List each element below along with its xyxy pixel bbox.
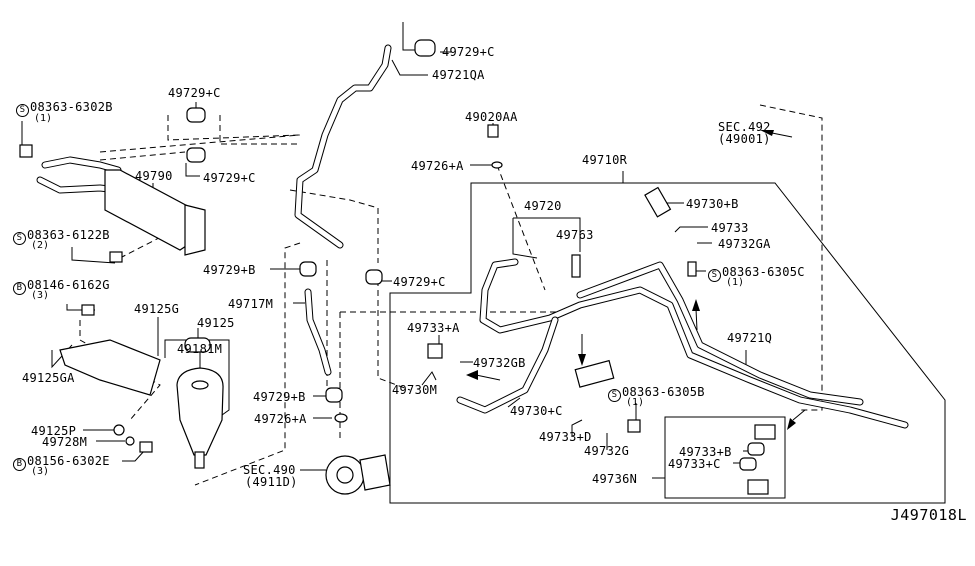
part-label-49733c[interactable]: 49733+C: [668, 457, 721, 471]
diagram-code: J497018L: [890, 506, 967, 524]
part-sub-sec490: (4911D): [245, 475, 298, 489]
part-label-49730c[interactable]: 49730+C: [510, 404, 563, 418]
part-label-49729c-top[interactable]: 49729+C: [442, 45, 495, 59]
part-label-49125p[interactable]: 49125P: [31, 424, 77, 438]
leader-lines: [21, 22, 760, 479]
part-label-49733[interactable]: 49733: [711, 221, 749, 235]
part-sub-sec492: (49001): [718, 132, 771, 146]
s-symbol-icon: S: [708, 269, 721, 282]
part-label-49730b[interactable]: 49730+B: [686, 197, 739, 211]
b-symbol-icon: B: [13, 458, 26, 471]
s-symbol-icon: S: [608, 389, 621, 402]
part-label-49721qa[interactable]: 49721QA: [432, 68, 485, 82]
part-label-49733a[interactable]: 49733+A: [407, 321, 460, 335]
part-label-49729b-top[interactable]: 49729+B: [203, 263, 256, 277]
part-label-49790[interactable]: 49790: [135, 169, 173, 183]
part-label-49733d[interactable]: 49733+D: [539, 430, 592, 444]
part-label-49728m[interactable]: 49728M: [42, 435, 88, 449]
part-label-49726a-top[interactable]: 49726+A: [411, 159, 464, 173]
direction-arrows: [466, 130, 806, 430]
s-symbol-icon: S: [13, 232, 26, 245]
part-label-sec492[interactable]: SEC.492: [718, 120, 771, 134]
part-label-49726a-bottom[interactable]: 49726+A: [254, 412, 307, 426]
hose-tubes: [36, 44, 909, 429]
qty-08363-6305b: (1): [626, 397, 645, 408]
kit-box: [664, 416, 786, 499]
part-label-49717m[interactable]: 49717M: [228, 297, 274, 311]
part-label-49732gb[interactable]: 49732GB: [473, 356, 526, 370]
part-label-49125g[interactable]: 49125G: [134, 302, 180, 316]
part-label-49736n[interactable]: 49736N: [592, 472, 638, 486]
part-label-49729c-right[interactable]: 49729+C: [393, 275, 446, 289]
part-label-49729c-left[interactable]: 49729+C: [168, 86, 221, 100]
part-label-49763[interactable]: 49763: [556, 228, 594, 242]
part-label-49720[interactable]: 49720: [524, 199, 562, 213]
part-label-49125ga[interactable]: 49125GA: [22, 371, 75, 385]
part-label-49732g[interactable]: 49732G: [584, 444, 630, 458]
bracket-49125g: [59, 339, 161, 396]
s-symbol-icon: S: [16, 104, 29, 117]
part-label-49710r[interactable]: 49710R: [582, 153, 628, 167]
b-symbol-icon: B: [13, 282, 26, 295]
part-label-49181m[interactable]: 49181M: [177, 342, 223, 356]
qty-08363-6302b: (1): [34, 113, 53, 124]
part-label-49729b-bottom[interactable]: 49729+B: [253, 390, 306, 404]
part-label-49721q[interactable]: 49721Q: [727, 331, 773, 345]
part-label-49125[interactable]: 49125: [197, 316, 235, 330]
assembly-outline: [389, 182, 946, 504]
qty-08156-6302e: (3): [31, 466, 50, 477]
part-label-49732ga[interactable]: 49732GA: [718, 237, 771, 251]
parts-shapes: [19, 39, 776, 495]
part-label-49733b[interactable]: 49733+B: [679, 445, 732, 459]
part-label-49730m[interactable]: 49730M: [392, 383, 438, 397]
reservoir-49125: [176, 367, 224, 456]
part-label-49729c-mid[interactable]: 49729+C: [203, 171, 256, 185]
qty-08146-6162g: (3): [31, 290, 50, 301]
part-label-49020aa[interactable]: 49020AA: [465, 110, 518, 124]
part-label-sec490[interactable]: SEC.490: [243, 463, 296, 477]
qty-08363-6305c: (1): [726, 277, 745, 288]
qty-08363-6122b: (2): [31, 240, 50, 251]
